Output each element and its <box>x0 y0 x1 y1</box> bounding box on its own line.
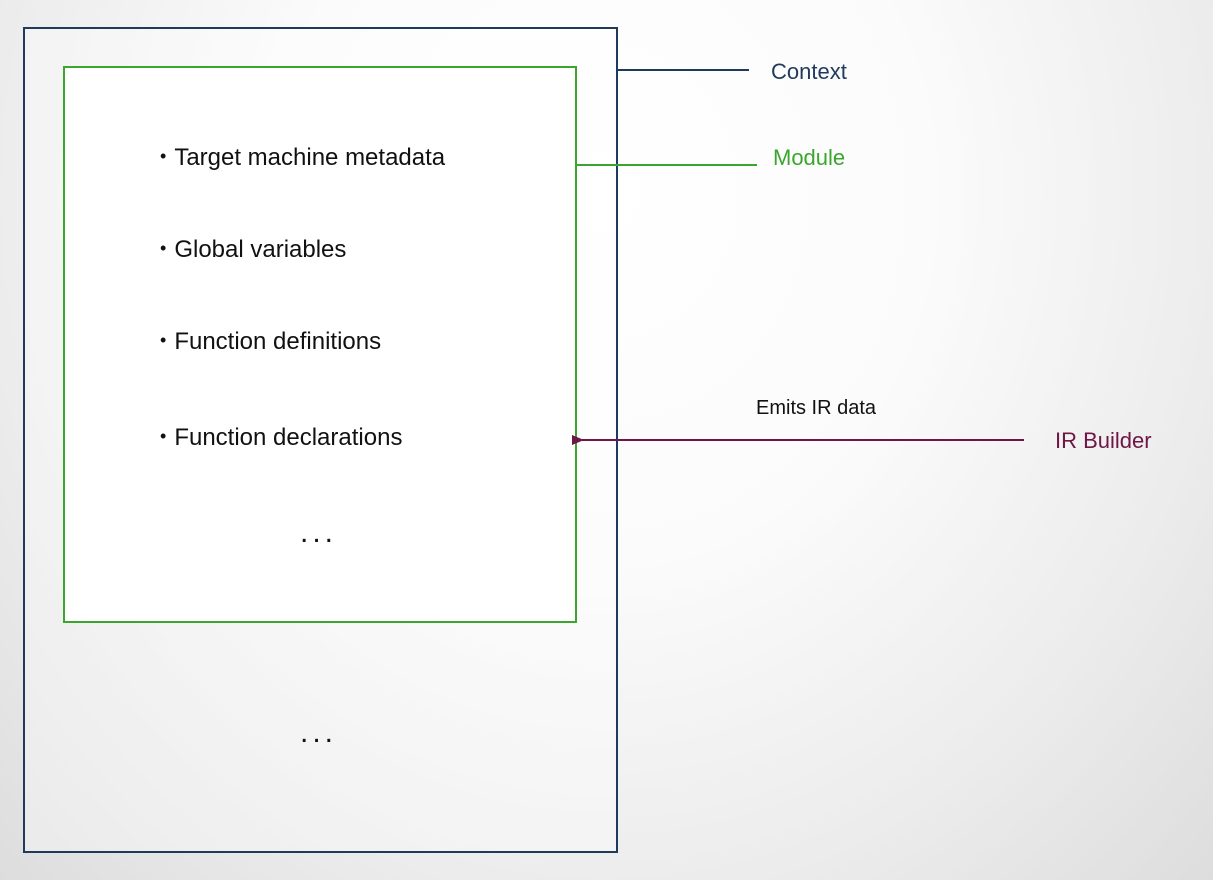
module-item-label: Target machine metadata <box>174 144 446 171</box>
arrow-caption: Emits IR data <box>756 397 877 419</box>
module-item-global-variables: • Global variables <box>160 238 346 262</box>
module-ellipsis: ... <box>300 516 338 549</box>
module-item-function-declarations: • Function declarations <box>160 426 402 450</box>
bullet-icon: • <box>160 238 167 258</box>
module-item-label: Function definitions <box>174 328 382 355</box>
bullet-icon: • <box>160 146 167 166</box>
context-ellipsis: ... <box>300 716 338 749</box>
module-item-label: Function declarations <box>174 424 403 451</box>
ir-builder-label: IR Builder <box>1055 428 1152 453</box>
context-label: Context <box>771 59 847 84</box>
bullet-icon: • <box>160 426 167 446</box>
module-box <box>63 66 577 623</box>
module-item-target-machine-metadata: • Target machine metadata <box>160 146 445 170</box>
module-item-label: Global variables <box>174 236 347 263</box>
bullet-icon: • <box>160 330 167 350</box>
module-item-function-definitions: • Function definitions <box>160 330 381 354</box>
module-label: Module <box>773 145 846 170</box>
